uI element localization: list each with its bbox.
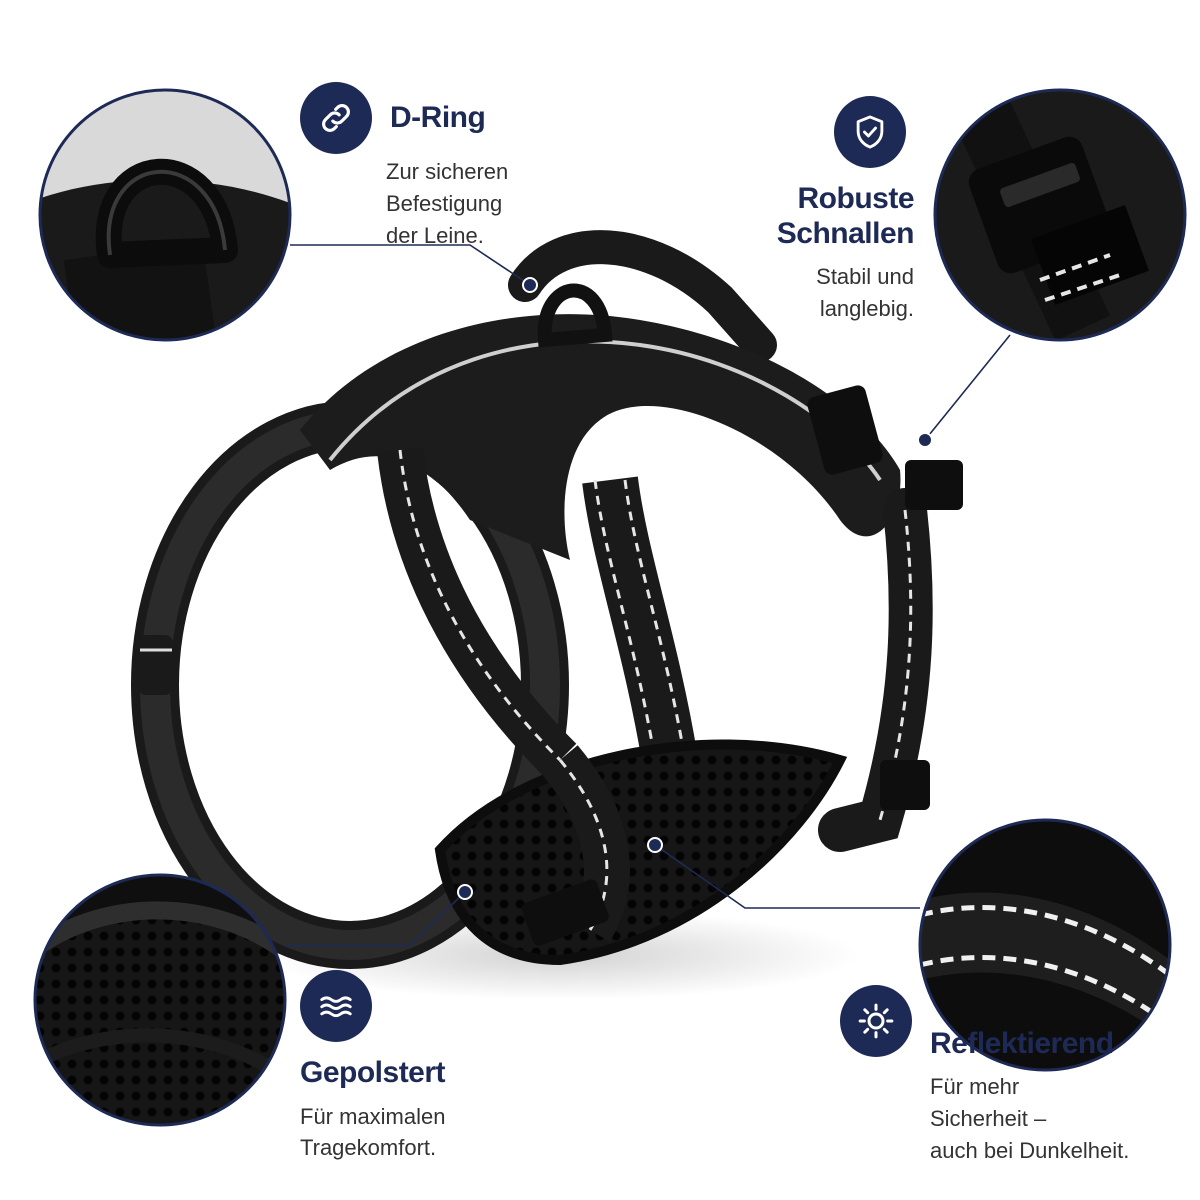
desc-line: Tragekomfort. [300, 1135, 437, 1161]
desc-line: Für mehr [930, 1074, 1020, 1099]
callout-schnallen: Robuste Schnallen Stabil und langlebig. [654, 96, 915, 325]
line-schnallen [924, 334, 1011, 441]
title-line: Schnallen [776, 216, 915, 250]
feature-title: Gepolstert [300, 1056, 446, 1089]
feature-title: D-Ring [390, 100, 486, 134]
callout-dring: D-Ring Zur sicheren Befestigung der Lein… [300, 82, 508, 252]
callout-reflektierend: Reflektierend Für mehr Sicherheit – auch… [840, 985, 1129, 1167]
sun-icon [858, 1003, 894, 1039]
detail-circle-dring [38, 88, 292, 342]
desc-line: Stabil und [816, 264, 914, 289]
feature-badge [834, 96, 906, 168]
desc-line: Befestigung [386, 190, 503, 216]
desc-line: auch bei Dunkelheit. [930, 1137, 1130, 1163]
desc-line: Zur sicheren [386, 159, 509, 184]
feature-description: Zur sicheren Befestigung der Leine. [386, 156, 508, 252]
callout-lines [285, 244, 1011, 946]
feature-badge [300, 82, 372, 154]
line-dring [290, 244, 531, 286]
line-reflekt [654, 844, 920, 909]
line-gepolstert [285, 891, 466, 946]
detail-circle-padding [33, 873, 287, 1127]
desc-line: Sicherheit – [930, 1105, 1047, 1131]
callout-gepolstert: Gepolstert Für maximalen Tragekomfort. [300, 970, 446, 1165]
waves-icon [320, 996, 352, 1018]
title-line: Robuste [797, 182, 915, 215]
shield-check-icon [856, 115, 884, 149]
desc-line: langlebig. [819, 295, 914, 321]
harness-main [131, 230, 963, 969]
desc-line: Für maximalen [300, 1103, 446, 1129]
feature-description: Für maximalen Tragekomfort. [300, 1101, 445, 1165]
feature-title: Reflektierend [930, 1026, 1114, 1060]
link-icon [322, 104, 350, 132]
detail-circle-buckle [933, 88, 1187, 342]
feature-title: Robuste Schnallen [654, 182, 915, 251]
feature-badge [300, 970, 372, 1042]
feature-description: Für mehr Sicherheit – auch bei Dunkelhei… [930, 1071, 1129, 1167]
detail-circle-reflective [918, 818, 1172, 1072]
feature-badge [840, 985, 912, 1057]
desc-line: der Leine. [386, 222, 484, 248]
feature-description: Stabil und langlebig. [654, 261, 914, 325]
